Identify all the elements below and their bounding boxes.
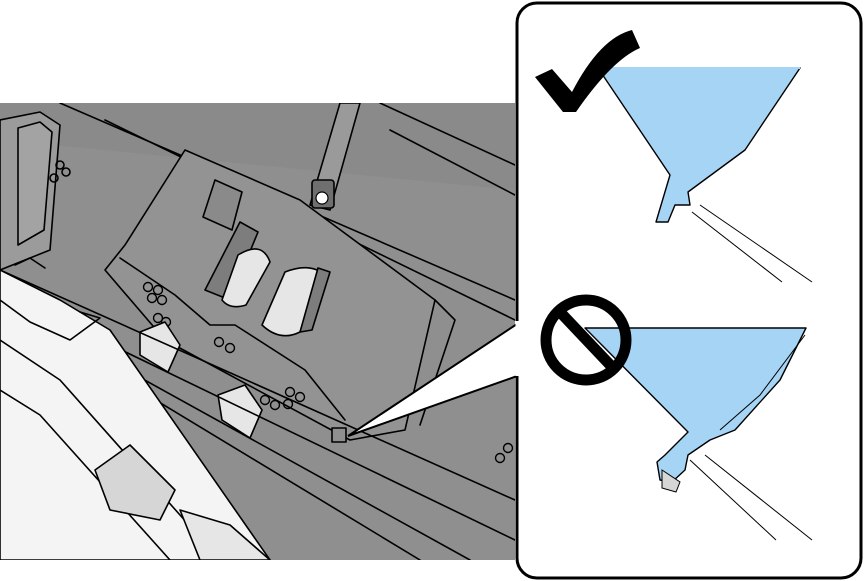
cover-tab <box>332 428 346 442</box>
scanner-interior <box>0 103 515 560</box>
callout-box <box>517 3 861 578</box>
